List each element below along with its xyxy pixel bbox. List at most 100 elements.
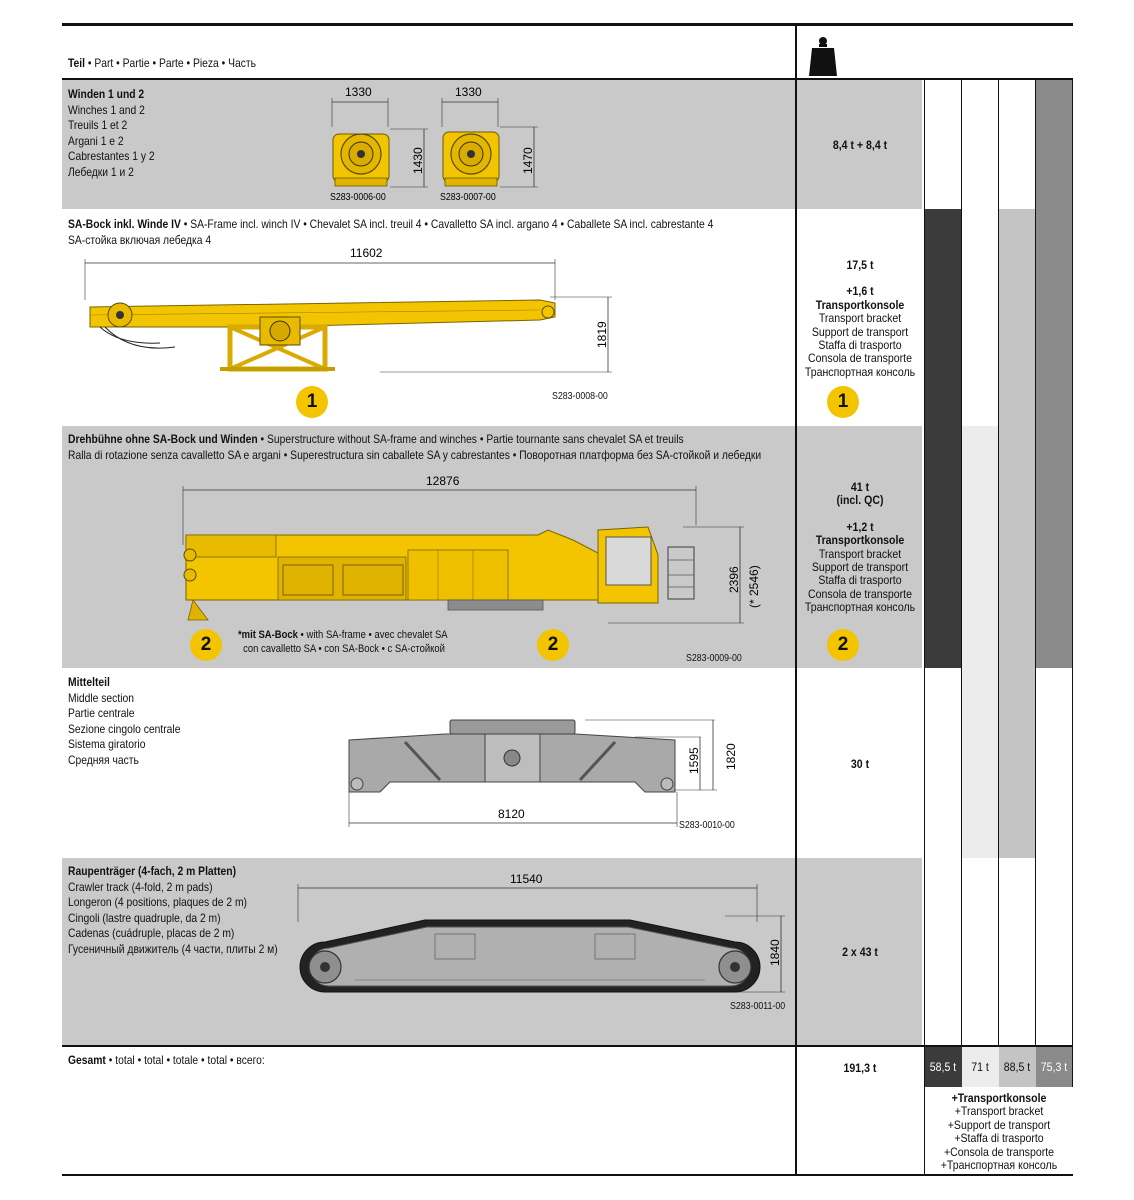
load-col-line-2: [961, 80, 962, 1087]
total-label-bold: Gesamt: [68, 1053, 106, 1067]
winches-line-4: Cabrestantes 1 y 2: [68, 149, 155, 163]
winches-weight: 8,4 t + 8,4 t: [832, 138, 888, 152]
total-weight: 191,3 t: [843, 1061, 877, 1075]
saframe-bracket-title: Transportkonsole: [815, 297, 905, 312]
crawler-weight: 2 x 43 t: [842, 945, 878, 959]
middle-line-1: Middle section: [68, 690, 134, 705]
crawler-title: Raupenträger (4-fach, 2 m Platten): [68, 864, 237, 878]
total-bracket-title: +Transportkonsole: [951, 1091, 1047, 1105]
superstructure-note-rest: • with SA-frame • avec chevalet SA: [297, 629, 448, 641]
superstructure-height-alt: (* 2546): [747, 565, 761, 608]
part-header-rest: • Part • Partie • Parte • Pieza • Часть: [85, 56, 257, 70]
winches-line-3: Argani 1 e 2: [68, 133, 124, 148]
crawler-height: 1840: [768, 939, 782, 966]
superstructure-bracket-3: Staffa di trasporto: [818, 573, 902, 588]
superstructure-bracket-title: Transportkonsole: [815, 533, 905, 548]
winches-text: Winden 1 und 2 Winches 1 and 2 Treuils 1…: [68, 87, 155, 180]
total-label-rest: • total • total • totale • total • всего…: [105, 1053, 265, 1067]
winch1-height: 1430: [411, 147, 425, 174]
saframe-weight-block: 17,5 t +1,6 t Transportkonsole Transport…: [804, 258, 916, 379]
saframe-bracket-5: Транспортная консоль: [804, 364, 916, 379]
superstructure-title: Drehbühne ohne SA-Bock und Winden: [68, 432, 258, 446]
superstructure-weight: 41 t: [850, 480, 870, 494]
saframe-text: SA-Bock inkl. Winde IV • SA-Frame incl. …: [68, 217, 713, 248]
total-rule: [62, 1045, 1073, 1047]
saframe-extra-weight: +1,6 t: [846, 284, 874, 299]
saframe-title: SA-Bock inkl. Winde IV: [68, 217, 181, 231]
part-header: Teil • Part • Partie • Parte • Pieza • Ч…: [68, 56, 256, 72]
saframe-length: 11602: [350, 246, 383, 260]
load-col-line-3: [998, 80, 999, 1087]
winches-line-1: Winches 1 and 2: [68, 102, 145, 117]
middle-line-4: Sistema giratorio: [68, 737, 146, 751]
total-bracket-1: +Transport bracket: [954, 1104, 1044, 1119]
superstructure-drawing: 12876 2396 (* 2546): [182, 474, 761, 624]
top-rule: [62, 23, 1073, 26]
total-col-3: 88,5 t: [999, 1047, 1036, 1087]
middle-height-1: 1595: [687, 747, 701, 774]
total-col-4: 75,3 t: [1036, 1047, 1072, 1087]
superstructure-extra-weight: +1,2 t: [846, 519, 874, 534]
middle-weight: 30 t: [850, 757, 870, 771]
winch-drawing-1: 1330 1430 S283-0006-00: [330, 85, 428, 202]
saframe-weight: 17,5 t: [846, 258, 874, 272]
load-column-2: [962, 426, 999, 858]
superstructure-badge-left: 2: [190, 629, 222, 661]
saframe-height: 1819: [595, 321, 609, 348]
winch2-code: S283-0007-00: [440, 190, 496, 202]
saframe-code: S283-0008-00: [552, 391, 608, 402]
winch1-width: 1330: [345, 85, 372, 99]
superstructure-note: *mit SA-Bock • with SA-frame • avec chev…: [238, 628, 448, 656]
crawler-drawing: 11540 1840: [297, 872, 785, 993]
superstructure-bracket-2: Support de transport: [811, 560, 909, 575]
middle-length: 8120: [498, 807, 525, 821]
total-bracket-5: +Транспортная консоль: [940, 1158, 1058, 1173]
total-bracket-3: +Staffa di trasporto: [954, 1131, 1044, 1146]
load-column-1: [925, 209, 962, 668]
crawler-text: Raupenträger (4-fach, 2 m Platten) Crawl…: [68, 864, 278, 957]
total-col-2: 71 t: [962, 1047, 999, 1087]
weight-col-left-line: [795, 26, 797, 1174]
superstructure-bracket-1: Transport bracket: [818, 546, 902, 561]
middle-height-2: 1820: [724, 743, 738, 770]
crawler-line-2: Longeron (4 positions, plaques de 2 m): [68, 895, 248, 909]
crawler-line-4: Cadenas (cuádruple, placas de 2 m): [68, 926, 235, 940]
middle-title: Mittelteil: [68, 675, 110, 689]
load-col-line-1: [924, 80, 925, 1174]
crawler-code: S283-0011-00: [730, 1001, 786, 1012]
header-rule: [62, 78, 1073, 80]
middle-drawing: 1595 1820 8120: [348, 719, 738, 827]
weight-icon: [809, 37, 837, 76]
superstructure-height: 2396: [727, 566, 741, 593]
saframe-line-2: SA-стойка включая лебедка 4: [68, 232, 212, 247]
superstructure-badge-right: 2: [537, 629, 569, 661]
winch-drawing-2: 1330 1470 S283-0007-00: [440, 85, 538, 202]
saframe-bracket-1: Transport bracket: [818, 311, 902, 326]
saframe-drawing: 11602 1819: [84, 246, 612, 373]
total-bracket-2: +Support de transport: [947, 1117, 1051, 1132]
winch2-height: 1470: [521, 147, 535, 174]
load-col-line-4: [1035, 80, 1036, 1087]
winch2-width: 1330: [455, 85, 482, 99]
total-bracket-block: +Transportkonsole +Transport bracket +Su…: [935, 1091, 1063, 1173]
winches-line-2: Treuils 1 et 2: [68, 118, 128, 132]
winches-line-5: Лебедки 1 и 2: [68, 164, 134, 179]
total-label: Gesamt • total • total • totale • total …: [68, 1053, 265, 1069]
load-column-3: [999, 209, 1036, 858]
superstructure-text: Drehbühne ohne SA-Bock und Winden • Supe…: [68, 432, 761, 463]
crawler-line-5: Гусеничный движитель (4 части, плиты 2 м…: [68, 941, 278, 956]
saframe-title-rest: • SA-Frame incl. winch IV • Chevalet SA …: [180, 217, 714, 231]
superstructure-note-line-2: con cavalletto SA • con SA-Bock • с SA-с…: [243, 643, 445, 655]
bottom-rule: [62, 1174, 1073, 1176]
saframe-badge: 1: [296, 386, 328, 418]
superstructure-length: 12876: [426, 474, 460, 488]
superstructure-bracket-5: Транспортная консоль: [804, 600, 916, 615]
superstructure-line-2: Ralla di rotazione senza cavalletto SA e…: [68, 447, 762, 462]
saframe-bracket-4: Consola de transporte: [808, 351, 912, 366]
saframe-bracket-2: Support de transport: [811, 324, 909, 339]
crawler-length: 11540: [510, 872, 543, 886]
middle-line-3: Sezione cingolo centrale: [68, 721, 181, 736]
superstructure-bracket-4: Consola de transporte: [808, 586, 912, 601]
middle-text: Mittelteil Middle section Partie central…: [68, 675, 180, 768]
superstructure-code: S283-0009-00: [686, 653, 742, 664]
